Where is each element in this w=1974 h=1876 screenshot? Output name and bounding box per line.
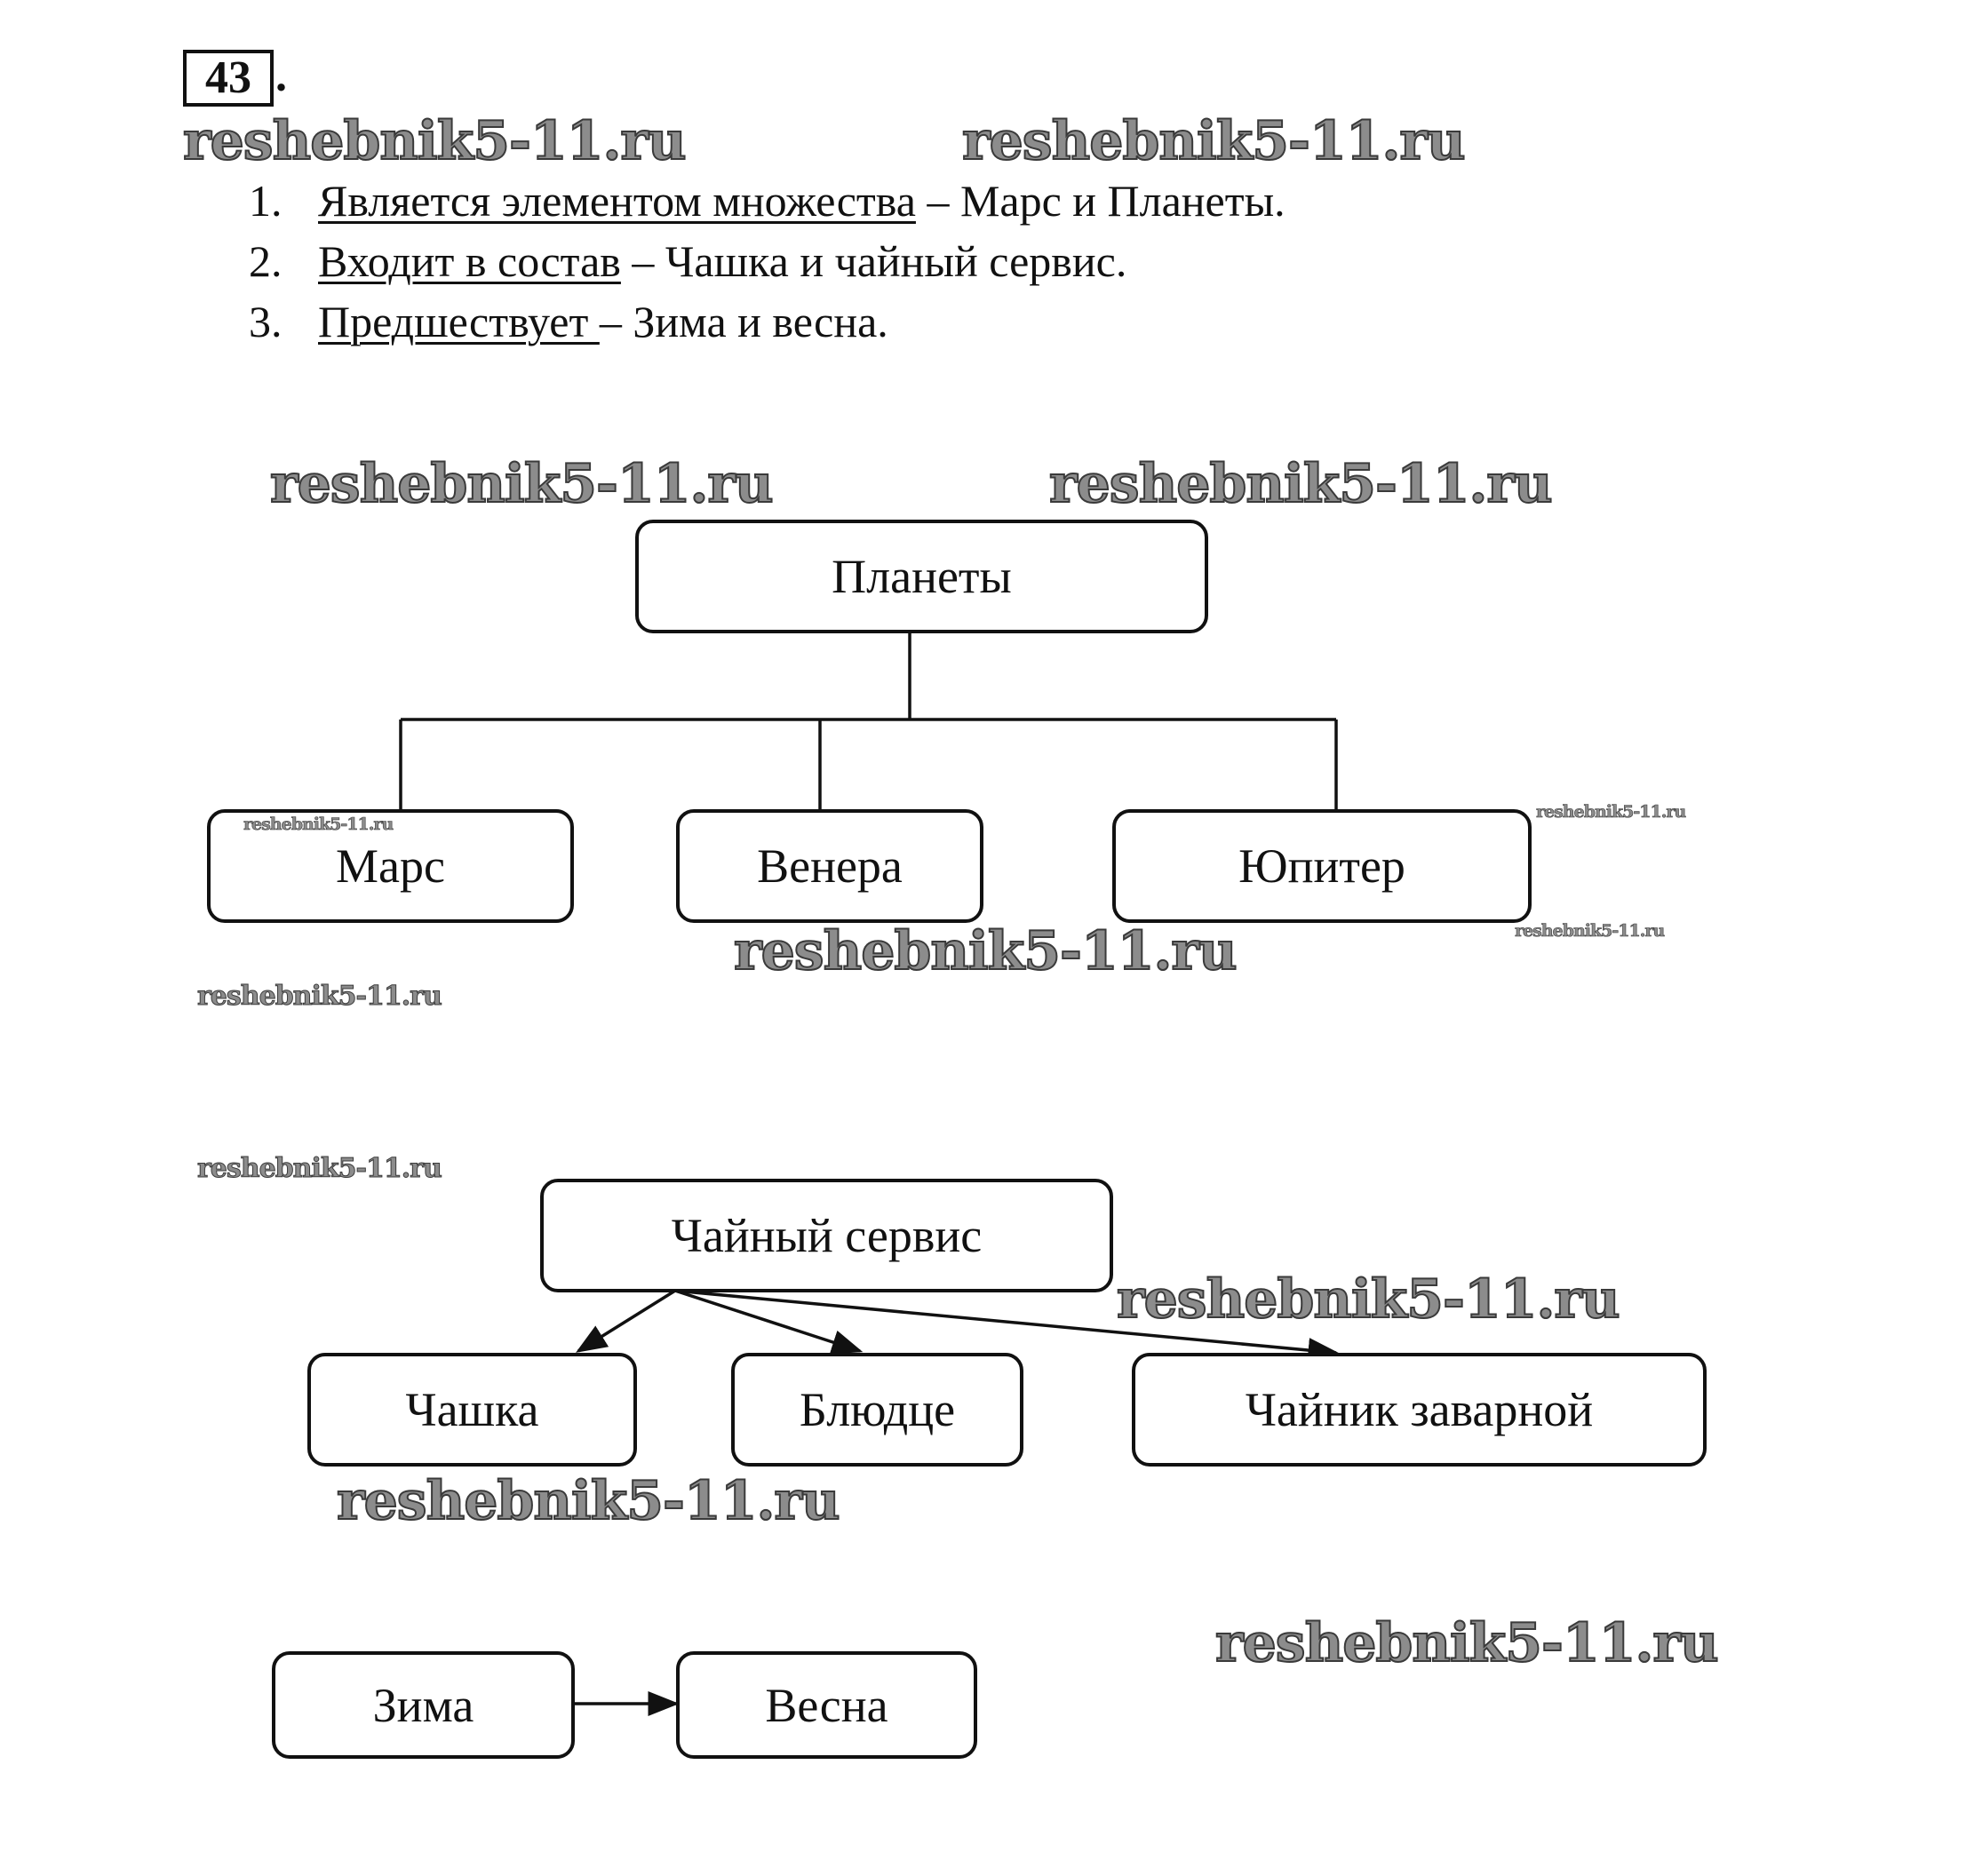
statement-3-text: – Зима и весна. (599, 297, 888, 346)
task-number-dot: . (275, 51, 287, 101)
box-saucer: Блюдце (731, 1353, 1023, 1467)
statement-3-number: 3. (249, 297, 283, 346)
watermark-text: reshebnik5-11.ru (733, 919, 1238, 983)
statement-2-number: 2. (249, 236, 283, 286)
watermark-text: reshebnik5-11.ru (1515, 921, 1666, 942)
statement-1-number: 1. (249, 176, 283, 226)
box-spring: Весна (676, 1651, 977, 1759)
watermark-text: reshebnik5-11.ru (182, 109, 688, 173)
statement-2-relation: Входит в состав (318, 236, 621, 286)
watermark-text: reshebnik5-11.ru (1048, 452, 1554, 516)
task-number: 43 (183, 50, 274, 107)
watermark-text: reshebnik5-11.ru (197, 1153, 443, 1185)
watermark-text: reshebnik5-11.ru (197, 981, 443, 1013)
watermark-text: reshebnik5-11.ru (1116, 1268, 1621, 1331)
watermark-text: reshebnik5-11.ru (243, 815, 394, 835)
box-cup: Чашка (307, 1353, 637, 1467)
planets-tree-lines (399, 632, 1338, 809)
box-venus: Венера (676, 809, 983, 923)
statement-1: 1. Является элементом множества – Марс и … (249, 174, 1285, 227)
box-planets: Планеты (635, 520, 1208, 633)
arrow-to-teapot (674, 1289, 1340, 1363)
watermark-text: reshebnik5-11.ru (1214, 1611, 1720, 1675)
statement-3: 3. Предшествует – Зима и весна. (249, 295, 888, 348)
box-mars: Марс (207, 809, 574, 923)
watermark-text: reshebnik5-11.ru (269, 452, 775, 516)
statement-2-text: – Чашка и чайный сервис. (620, 236, 1127, 286)
box-tea-set: Чайный сервис (540, 1179, 1113, 1292)
box-jupiter: Юпитер (1112, 809, 1532, 923)
tea-set-arrows (576, 1289, 1340, 1363)
arrow-to-saucer (674, 1289, 864, 1355)
watermark-text: reshebnik5-11.ru (961, 109, 1467, 173)
watermark-text: reshebnik5-11.ru (336, 1469, 841, 1533)
watermark-text: reshebnik5-11.ru (1536, 802, 1687, 823)
statement-3-relation: Предшествует (318, 297, 600, 346)
statement-1-relation: Является элементом множества (318, 176, 916, 226)
box-teapot: Чайник заварной (1132, 1353, 1707, 1467)
statement-2: 2. Входит в состав – Чашка и чайный серви… (249, 234, 1126, 288)
statement-1-text: – Марс и Планеты. (915, 176, 1285, 226)
box-winter: Зима (272, 1651, 575, 1759)
arrow-to-cup (576, 1289, 676, 1353)
